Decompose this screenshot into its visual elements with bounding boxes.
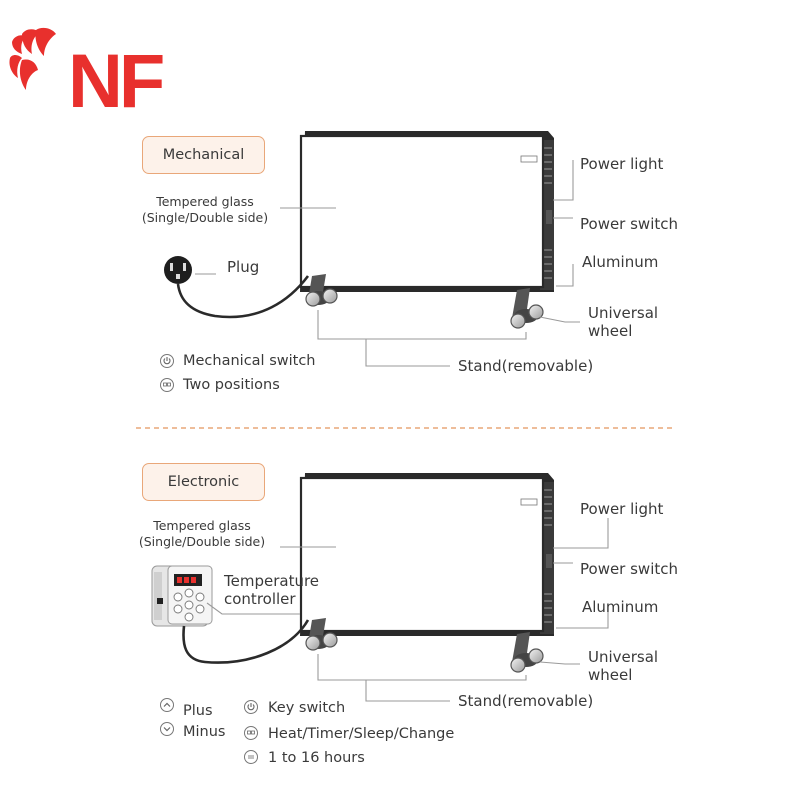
mechanical-stand-label: Stand(removable) xyxy=(458,357,594,375)
legend-mechanical-switch: Mechanical switch xyxy=(183,353,316,369)
legend-key-switch: Key switch xyxy=(268,700,346,716)
controller-label-line2: controller xyxy=(224,590,296,608)
legend-heat-timer-sleep: Heat/Timer/Sleep/Change xyxy=(268,726,455,742)
temperature-controller-label: Temperature controller xyxy=(224,572,319,608)
wheel-label-line2: wheel xyxy=(588,666,633,684)
timer-icon xyxy=(244,750,258,764)
wheel-label-line1: Universal xyxy=(588,648,659,666)
mode-icon xyxy=(160,378,174,392)
legend-two-positions: Two positions xyxy=(183,377,280,393)
power-icon xyxy=(244,700,258,714)
glass-label-line2: (Single/Double side) xyxy=(141,210,269,225)
legend-hours: 1 to 16 hours xyxy=(268,750,365,766)
electronic-power-switch-label: Power switch xyxy=(580,560,679,578)
logo-text: NF xyxy=(68,39,165,124)
mechanical-leader-lines xyxy=(195,160,580,367)
wheel-label-line2: wheel xyxy=(588,322,633,340)
mechanical-wheel-label: Universal wheel xyxy=(588,304,658,340)
glass-label-line1: Tempered glass xyxy=(156,194,254,209)
down-arrow-icon xyxy=(160,722,174,736)
glass-label-line2: (Single/Double side) xyxy=(138,534,266,549)
glass-label-line1: Tempered glass xyxy=(153,518,251,533)
electronic-badge: Electronic xyxy=(142,463,265,501)
mode-icon xyxy=(244,726,258,740)
mechanical-heater xyxy=(164,131,554,329)
electronic-glass-label: Tempered glass (Single/Double side) xyxy=(127,518,277,550)
temperature-controller-illustration xyxy=(151,565,213,627)
legend-plus: Plus xyxy=(183,703,213,719)
legend-minus: Minus xyxy=(183,724,226,740)
electronic-aluminum-label: Aluminum xyxy=(582,598,659,616)
mechanical-badge: Mechanical xyxy=(142,136,265,174)
plug-label: Plug xyxy=(227,258,260,276)
controller-label-line1: Temperature xyxy=(224,572,320,590)
mechanical-glass-label: Tempered glass (Single/Double side) xyxy=(130,194,280,226)
electronic-leader-lines xyxy=(206,518,609,702)
electronic-heater xyxy=(151,473,554,673)
mechanical-power-switch-label: Power switch xyxy=(580,215,679,233)
mechanical-power-light-label: Power light xyxy=(580,155,664,173)
power-icon xyxy=(160,354,174,368)
electronic-wheel-label: Universal wheel xyxy=(588,648,658,684)
wheel-label-line1: Universal xyxy=(588,304,659,322)
up-arrow-icon xyxy=(160,698,174,712)
logo-swoosh-icon xyxy=(9,27,56,90)
electronic-stand-label: Stand(removable) xyxy=(458,692,594,710)
electronic-power-light-label: Power light xyxy=(580,500,664,518)
mechanical-aluminum-label: Aluminum xyxy=(582,253,659,271)
